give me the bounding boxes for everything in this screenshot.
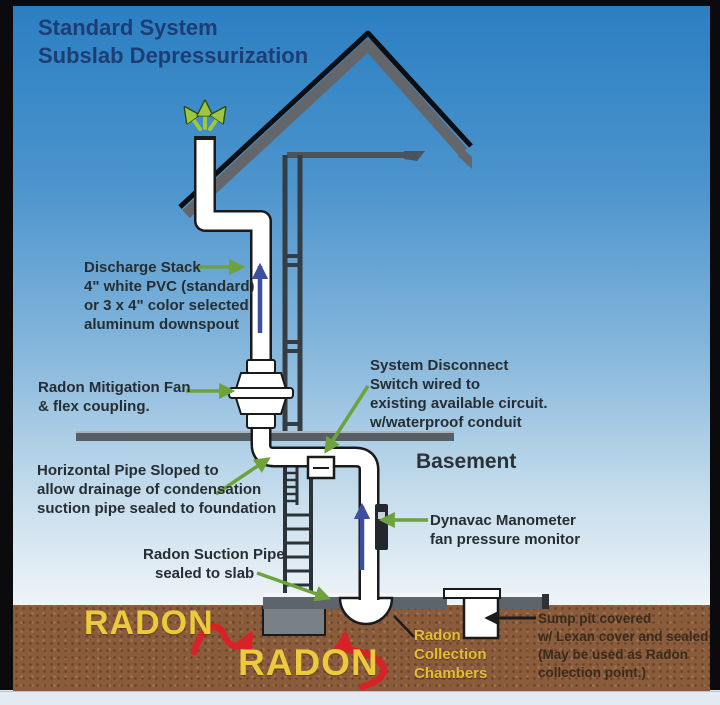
pointer-collection-chambers xyxy=(393,615,415,638)
frame-border-left xyxy=(0,0,13,690)
label-suction-pipe: Radon Suction Pipe sealed to slab xyxy=(143,546,285,582)
label-fan: Radon Mitigation Fan & flex coupling. xyxy=(38,379,191,415)
manometer-device xyxy=(375,504,388,550)
basement-slab xyxy=(263,593,549,609)
pointer-horizontal-pipe xyxy=(215,457,271,496)
roof-fascia xyxy=(458,144,472,169)
label-collection-chambers: Radon Collection Chambers xyxy=(414,627,488,682)
ceiling-line xyxy=(287,151,425,161)
roof xyxy=(178,30,473,219)
label-pointer-arrows xyxy=(186,258,428,602)
fan-flange xyxy=(228,387,294,399)
label-basement: Basement xyxy=(416,450,517,473)
black-pointers xyxy=(393,611,536,638)
label-manometer: Dynavac Manometer fan pressure monitor xyxy=(430,512,581,548)
label-disconnect: System Disconnect Switch wired to existi… xyxy=(370,357,548,431)
diagram-title: Standard System Subslab Depressurization xyxy=(38,14,308,70)
sump-lexan-cover xyxy=(443,588,501,599)
pointer-disconnect xyxy=(324,385,370,454)
sump-pit xyxy=(443,588,501,640)
title-line2: Subslab Depressurization xyxy=(38,43,309,68)
radon-mitigation-fan xyxy=(228,359,294,429)
label-discharge-stack: Discharge Stack 4" white PVC (standard) … xyxy=(84,259,255,333)
radon-text-left: RADON xyxy=(84,604,214,642)
airflow-arrow-icons xyxy=(251,262,371,570)
label-sump-pit: Sump pit covered w/ Lexan cover and seal… xyxy=(538,611,709,680)
radon-arrow-right xyxy=(333,629,387,691)
radon-flow-arrows xyxy=(190,623,387,691)
footing-block xyxy=(262,606,326,636)
suction-pipe-run xyxy=(250,416,380,614)
disconnect-switch xyxy=(306,455,336,480)
pipe-slab-penetration xyxy=(361,598,377,614)
bottom-strip xyxy=(0,691,720,705)
pointer-suction-pipe xyxy=(256,571,332,602)
label-horizontal-pipe: Horizontal Pipe Sloped to allow drainage… xyxy=(37,462,277,517)
radon-text-right: RADON xyxy=(238,642,379,683)
vent-exhaust-icon xyxy=(186,103,224,131)
radon-arrow-left xyxy=(190,623,254,656)
title-line1: Standard System xyxy=(38,15,218,40)
frame-border-right xyxy=(710,0,720,690)
frame-border-top xyxy=(0,0,711,6)
